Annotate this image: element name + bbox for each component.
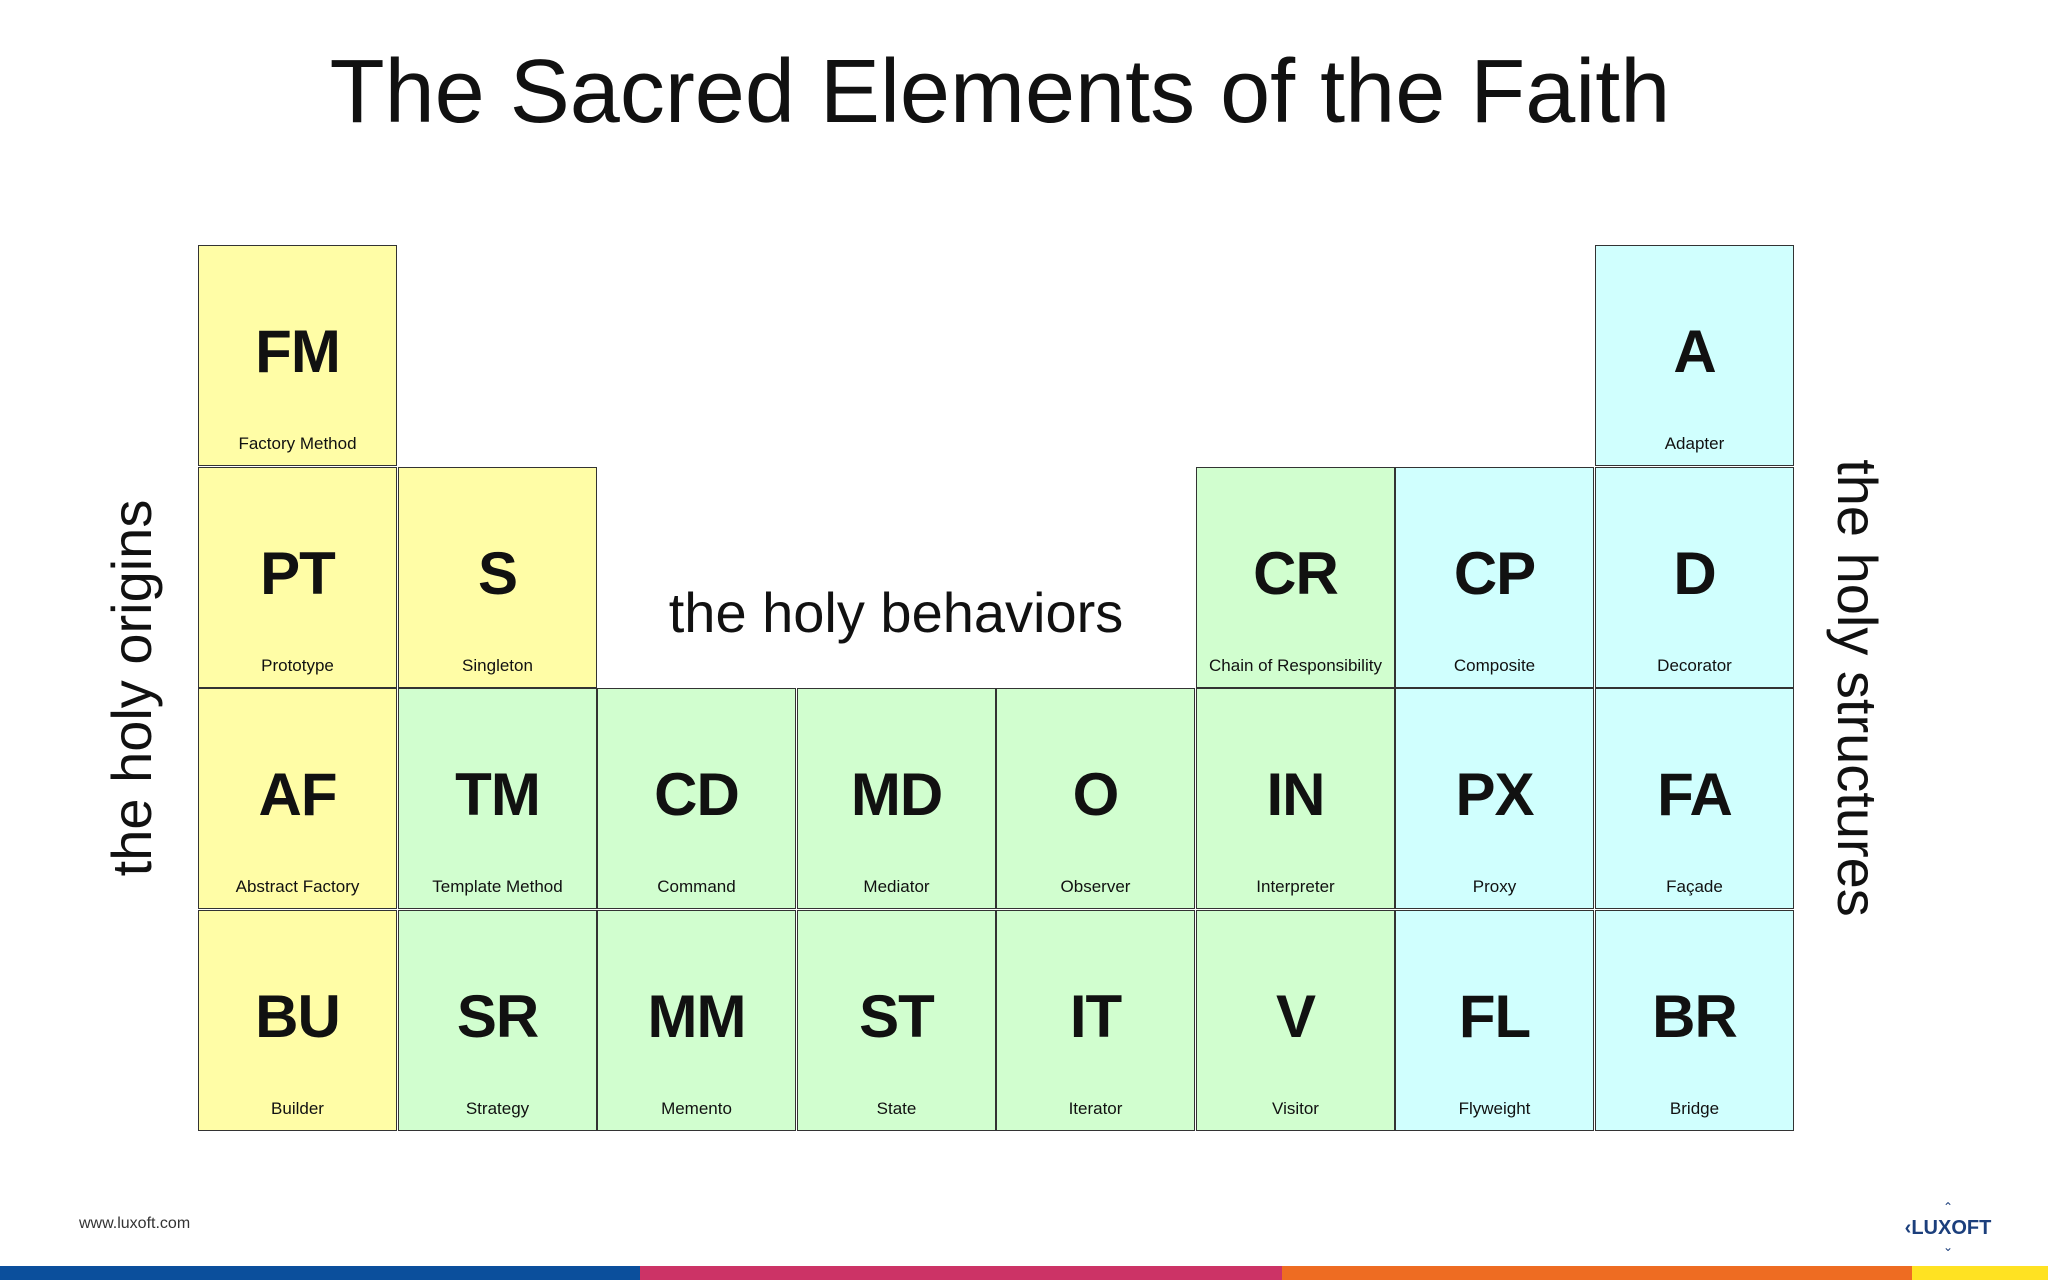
brand-color-bar: [0, 1266, 2048, 1280]
element-symbol: MM: [647, 983, 747, 1050]
bar-segment-yellow: [1912, 1266, 2048, 1280]
element-symbol: FA: [1657, 761, 1733, 828]
element-cell-o: O Observer: [996, 688, 1195, 909]
element-name: Proxy: [1472, 877, 1517, 896]
element-symbol: A: [1673, 318, 1716, 385]
element-cell-md: MD Mediator: [797, 688, 996, 909]
element-cell-fm: FM Factory Method: [198, 245, 397, 466]
element-symbol: V: [1275, 983, 1316, 1050]
element-name: State: [876, 1099, 917, 1118]
element-cell-br: BR Bridge: [1595, 910, 1794, 1131]
element-cell-af: AF Abstract Factory: [198, 688, 397, 909]
element-symbol: IN: [1266, 761, 1326, 828]
element-cell-tm: TM Template Method: [398, 688, 597, 909]
element-name: Factory Method: [238, 434, 357, 453]
luxoft-logo: ⌃ ‹LUXOFT ⌄: [1898, 1199, 1998, 1255]
footer-url: www.luxoft.com: [79, 1215, 191, 1232]
element-name: Adapter: [1664, 434, 1725, 453]
element-name: Builder: [271, 1099, 324, 1118]
element-cell-mm: MM Memento: [597, 910, 796, 1131]
element-name: Mediator: [863, 877, 930, 896]
origins-label: the holy origins: [100, 499, 163, 877]
structures-label: the holy structures: [1826, 459, 1889, 917]
element-cell-in: IN Interpreter: [1196, 688, 1395, 909]
element-symbol: AF: [258, 761, 338, 828]
element-name: Command: [657, 877, 736, 896]
element-symbol: O: [1072, 761, 1120, 828]
element-name: Observer: [1060, 877, 1131, 896]
element-name: Visitor: [1272, 1099, 1319, 1118]
element-cell-sr: SR Strategy: [398, 910, 597, 1131]
element-cell-cp: CP Composite: [1395, 467, 1594, 688]
element-cell-cd: CD Command: [597, 688, 796, 909]
element-symbol: CR: [1253, 540, 1339, 607]
element-cell-d: D Decorator: [1595, 467, 1794, 688]
element-symbol: ST: [859, 983, 935, 1050]
element-cell-it: IT Iterator: [996, 910, 1195, 1131]
element-cell-v: V Visitor: [1196, 910, 1395, 1131]
chevron-up-icon: ⌃: [1942, 1200, 1954, 1214]
element-symbol: FL: [1458, 983, 1531, 1050]
element-cell-s: S Singleton: [398, 467, 597, 688]
element-cell-fa: FA Façade: [1595, 688, 1794, 909]
chevron-down-icon: ⌄: [1942, 1240, 1954, 1254]
element-name: Bridge: [1669, 1099, 1720, 1118]
element-cell-st: ST State: [797, 910, 996, 1131]
element-cell-fl: FL Flyweight: [1395, 910, 1594, 1131]
element-symbol: TM: [455, 761, 541, 828]
element-name: Interpreter: [1256, 877, 1335, 896]
element-name: Chain of Responsibility: [1209, 656, 1382, 675]
slide-title: The Sacred Elements of the Faith: [329, 42, 1671, 142]
bar-segment-magenta: [640, 1266, 1282, 1280]
element-name: Memento: [661, 1099, 732, 1118]
element-name: Decorator: [1657, 656, 1732, 675]
element-symbol: MD: [850, 761, 943, 828]
element-name: Template Method: [432, 877, 563, 896]
element-symbol: CD: [654, 761, 740, 828]
element-name: Singleton: [462, 656, 533, 675]
element-symbol: BR: [1652, 983, 1738, 1050]
behaviors-label: the holy behaviors: [668, 581, 1124, 644]
element-name: Abstract Factory: [235, 877, 360, 896]
element-symbol: CP: [1453, 540, 1536, 607]
element-cell-a: A Adapter: [1595, 245, 1794, 466]
element-cell-pt: PT Prototype: [198, 467, 397, 688]
element-cell-px: PX Proxy: [1395, 688, 1594, 909]
element-symbol: S: [477, 540, 518, 607]
logo-text: ‹LUXOFT: [1904, 1217, 1992, 1239]
element-cell-bu: BU Builder: [198, 910, 397, 1131]
element-symbol: BU: [255, 983, 341, 1050]
element-name: Iterator: [1068, 1099, 1123, 1118]
element-symbol: SR: [456, 983, 539, 1050]
element-symbol: PX: [1455, 761, 1534, 828]
element-symbol: D: [1673, 540, 1716, 607]
element-name: Façade: [1666, 877, 1723, 896]
element-symbol: FM: [255, 318, 341, 385]
element-name: Prototype: [261, 656, 334, 675]
element-symbol: IT: [1069, 983, 1122, 1050]
element-cell-cr: CR Chain of Responsibility: [1196, 467, 1395, 688]
element-name: Composite: [1453, 656, 1536, 675]
element-name: Strategy: [465, 1099, 530, 1118]
bar-segment-blue: [0, 1266, 640, 1280]
bar-segment-orange: [1282, 1266, 1912, 1280]
element-symbol: PT: [260, 540, 336, 607]
element-name: Flyweight: [1458, 1099, 1531, 1118]
